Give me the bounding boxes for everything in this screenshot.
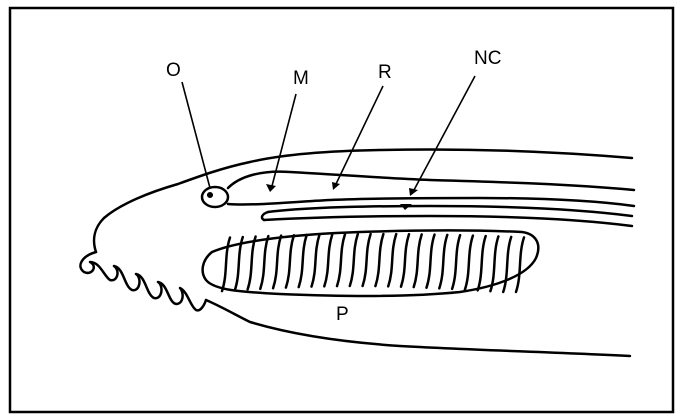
gill-bar	[388, 234, 396, 286]
gill-bar	[516, 237, 524, 292]
ocellus-eye	[202, 187, 228, 207]
nerve-cord-bottom	[264, 216, 632, 226]
pharynx-gill-bars	[222, 234, 524, 292]
label-P: P	[336, 304, 349, 325]
gill-bar	[375, 234, 383, 286]
label-M: M	[293, 68, 309, 89]
leader-line-O	[182, 82, 210, 188]
leader-line-NC	[414, 76, 475, 190]
gill-bar	[299, 235, 307, 287]
gill-bar	[350, 234, 358, 286]
gill-bar	[222, 238, 230, 292]
gill-bar	[312, 235, 320, 287]
label-R: R	[378, 62, 392, 83]
gill-bar	[465, 236, 473, 290]
upper-tube-top	[228, 172, 634, 190]
oral-cirri	[80, 252, 206, 310]
gill-bar	[427, 235, 435, 288]
gill-bar	[273, 236, 281, 289]
gill-bar	[286, 235, 294, 287]
ocellus-pupil	[208, 193, 212, 197]
nerve-cord-top	[268, 206, 632, 216]
body-outline-upper	[94, 149, 632, 252]
gill-bar	[401, 234, 409, 287]
body-outline-lower	[206, 300, 630, 356]
gill-bar	[260, 236, 268, 289]
arrowhead-R	[332, 182, 340, 190]
pharynx-outline	[203, 231, 539, 297]
label-NC: NC	[474, 48, 501, 69]
gill-bar	[439, 235, 447, 288]
arrowhead-M	[266, 184, 276, 192]
arrowhead-NC	[409, 188, 418, 196]
label-O: O	[166, 60, 181, 81]
gill-bar	[414, 234, 422, 287]
gill-bar	[452, 235, 460, 289]
gill-bar	[478, 236, 486, 290]
gill-bar	[248, 237, 256, 290]
gill-bar	[324, 234, 332, 286]
gill-bar	[337, 234, 345, 286]
gill-bar	[363, 234, 371, 286]
gill-bar	[503, 237, 511, 292]
leader-line-R	[336, 86, 383, 184]
